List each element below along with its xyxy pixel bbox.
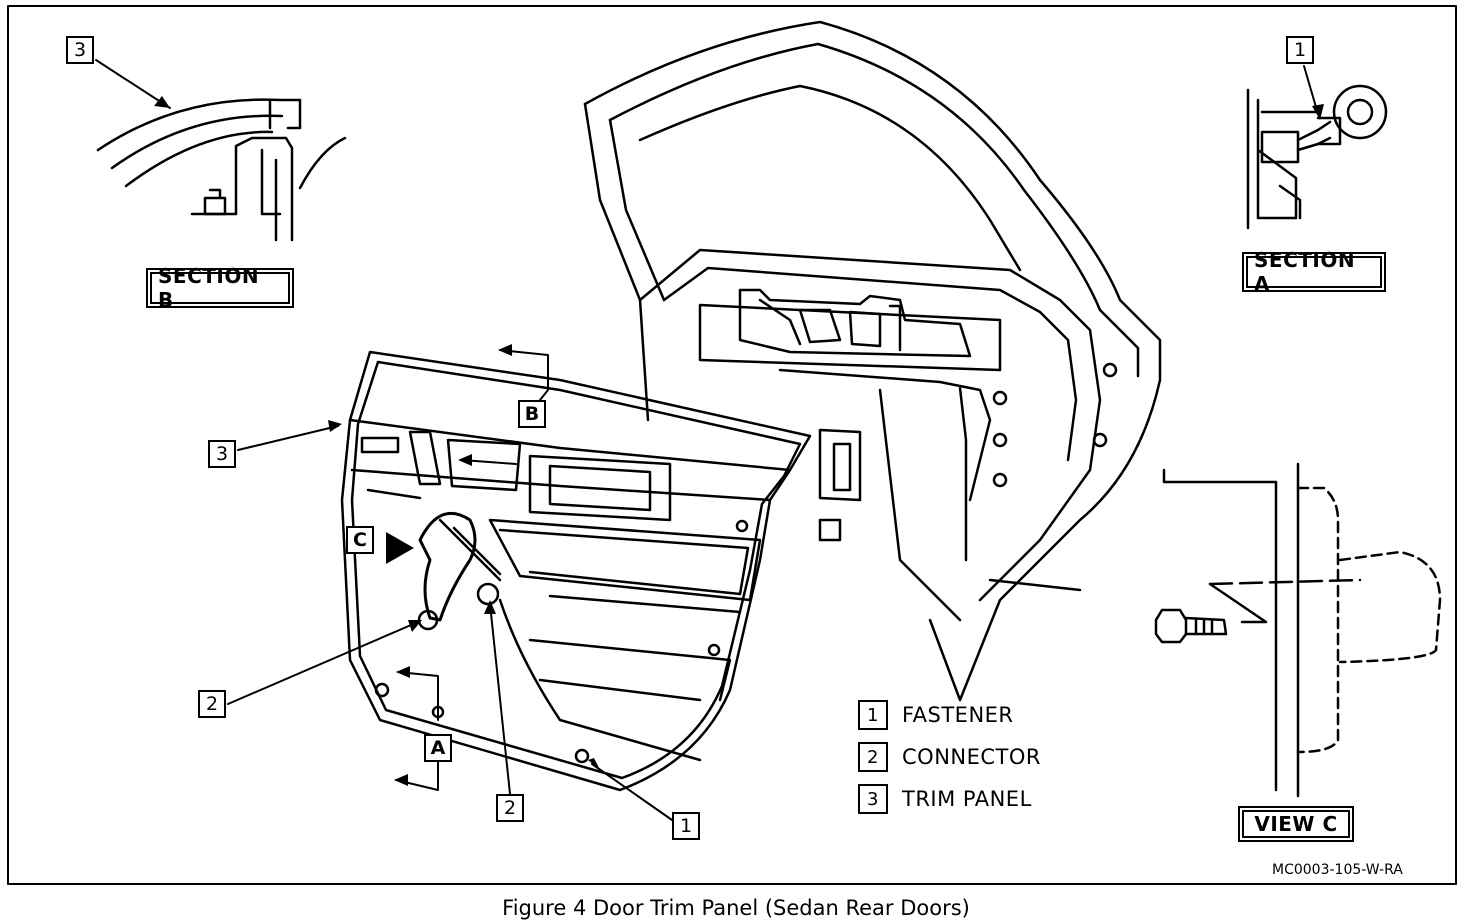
arrowheads	[154, 96, 1324, 786]
view-c-label: VIEW C	[1238, 806, 1354, 842]
trim-panel-drawing	[340, 350, 812, 792]
legend-label: TRIM PANEL	[902, 787, 1032, 811]
section-ref-b: B	[518, 400, 546, 428]
section-a-label: SECTION A	[1242, 248, 1386, 296]
door-frame-drawing	[583, 20, 1162, 702]
legend-label: CONNECTOR	[902, 745, 1041, 769]
section-a-drawing	[1246, 84, 1388, 230]
callout-connector-left: 2	[198, 690, 226, 718]
leader-lines	[95, 59, 1319, 821]
callout-trim-panel: 3	[208, 440, 236, 468]
callout-connector-bottom: 2	[496, 794, 524, 822]
drawing-code: MC0003-105-W-RA	[1272, 862, 1403, 878]
callout-fastener-bottom: 1	[672, 812, 700, 840]
figure-caption: Figure 4 Door Trim Panel (Sedan Rear Doo…	[502, 896, 970, 920]
view-ref-c: C	[346, 526, 374, 554]
figure-frame	[7, 5, 1457, 885]
callout-fastener-section-a: 1	[1286, 36, 1314, 64]
callout-trim-panel-section-b: 3	[66, 36, 94, 64]
legend-number: 3	[858, 784, 888, 814]
section-b-drawing	[96, 98, 347, 242]
section-b-label: SECTION B	[146, 264, 294, 312]
section-ref-a: A	[424, 734, 452, 762]
legend-number: 1	[858, 700, 888, 730]
legend-row-fastener: 1 FASTENER	[858, 700, 1014, 730]
legend-row-connector: 2 CONNECTOR	[858, 742, 1041, 772]
legend-number: 2	[858, 742, 888, 772]
view-c-drawing	[1154, 462, 1442, 798]
legend-row-trim-panel: 3 TRIM PANEL	[858, 784, 1032, 814]
legend-label: FASTENER	[902, 703, 1014, 727]
